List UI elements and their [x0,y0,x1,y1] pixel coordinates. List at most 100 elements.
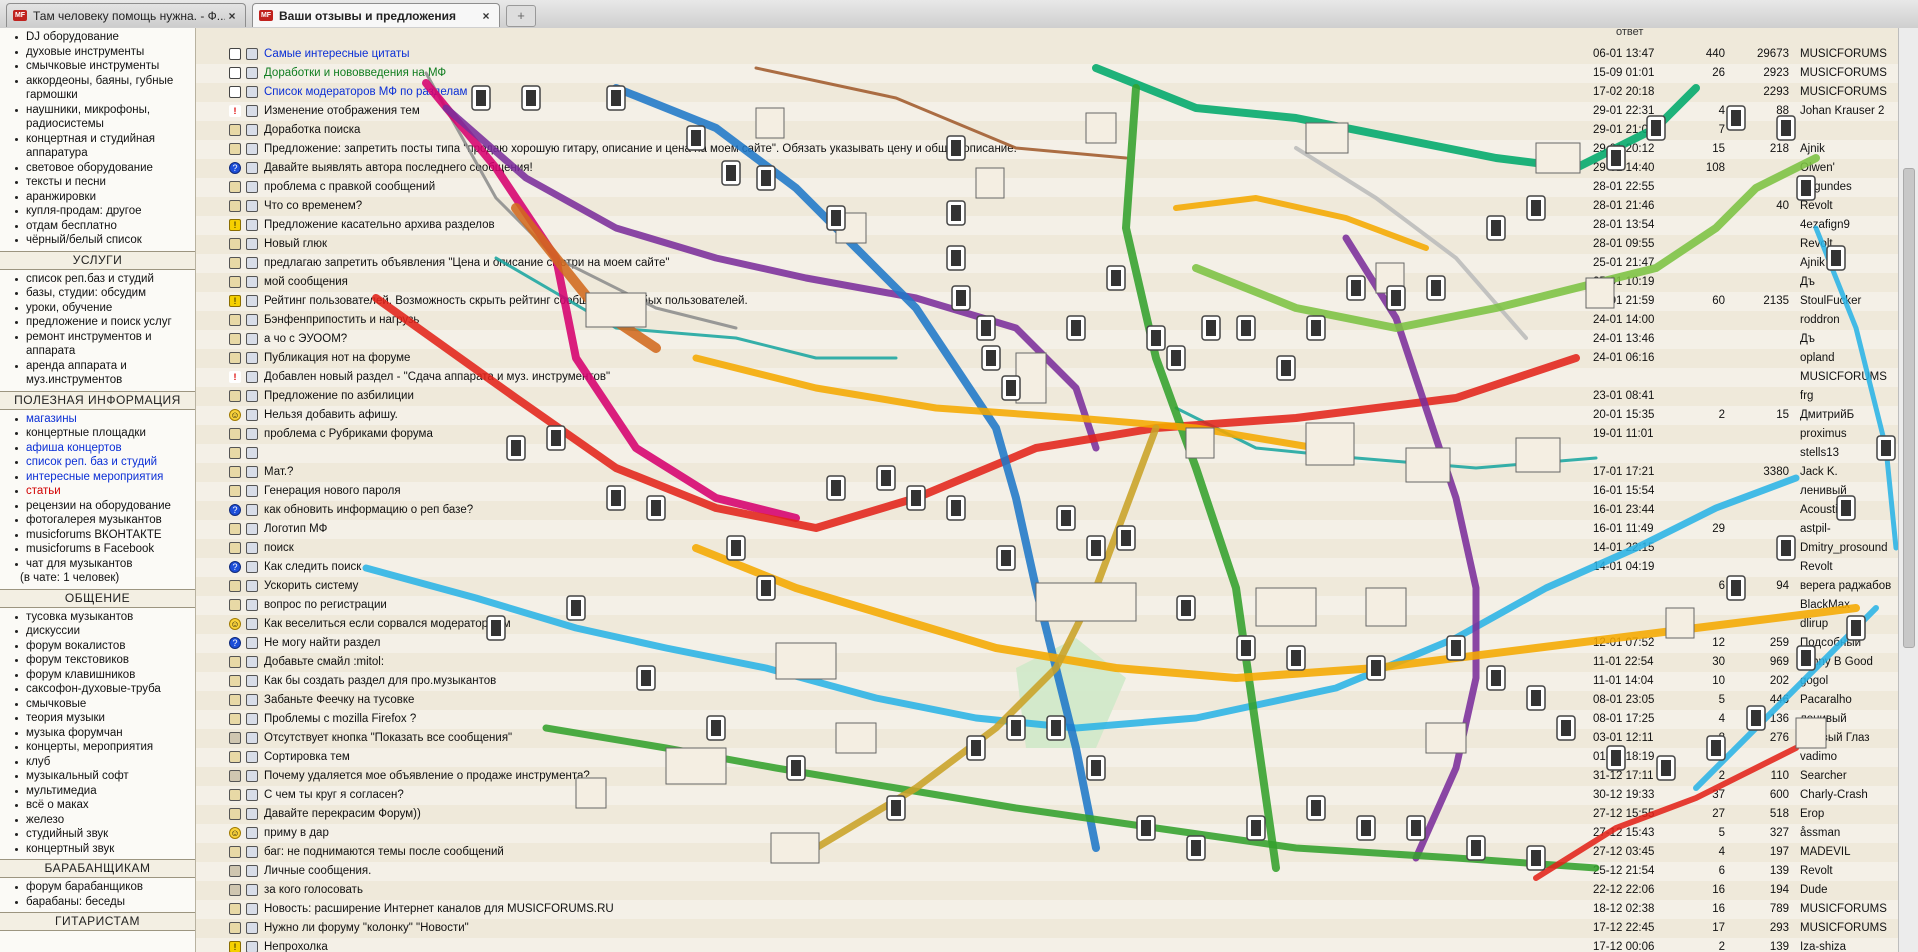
close-tab-icon[interactable]: × [228,8,236,23]
sidebar-item[interactable]: музыка форумчан [0,726,195,741]
topic-author[interactable]: MUSICFORUMS [1800,48,1887,60]
sidebar-item[interactable]: список реп.баз и студий [0,272,195,287]
topic-author[interactable]: MUSICFORUMS [1800,86,1887,98]
sidebar-item[interactable]: барабаны: беседы [0,895,195,910]
sidebar-item[interactable]: форум барабанщиков [0,880,195,895]
topic-title-link[interactable]: Самые интересные цитаты [264,48,410,60]
topic-title-link[interactable]: Нужно ли форуму "колонку" "Новости" [264,922,469,934]
sidebar-item[interactable]: духовые инструменты [0,45,195,60]
topic-author[interactable]: Ajnik [1800,257,1825,269]
topic-author[interactable]: vadimo [1800,751,1838,763]
sidebar-item[interactable]: форум текстовиков [0,653,195,668]
sidebar-item[interactable]: форум вокалистов [0,639,195,654]
topic-author[interactable]: stells13 [1800,447,1839,459]
topic-author[interactable]: proximus [1800,428,1847,440]
sidebar-item[interactable]: смычковые инструменты [0,59,195,74]
topic-title-link[interactable]: Доработка поиска [264,124,361,136]
topic-author[interactable]: åssman [1800,827,1841,839]
topic-title-link[interactable]: С чем ты круг я согласен? [264,789,404,801]
topic-title-link[interactable]: Изменение отображения тем [264,105,420,117]
sidebar-item[interactable]: клуб [0,755,195,770]
topic-author[interactable]: Iza-shiza [1800,941,1847,952]
topic-title-link[interactable]: поиск [264,542,294,554]
topic-author[interactable]: Searcher [1800,770,1847,782]
sidebar-item[interactable]: тусовка музыкантов [0,610,195,625]
topic-title-link[interactable]: Как веселиться если сорвался модератор т… [264,618,511,630]
topic-author[interactable]: opland [1800,352,1835,364]
vertical-scrollbar[interactable] [1898,28,1918,952]
topic-title-link[interactable]: Мат.? [264,466,294,478]
topic-title-link[interactable]: Новый глюк [264,238,328,250]
topic-title-link[interactable]: Личные сообщения. [264,865,372,877]
topic-author[interactable]: roddron [1800,314,1840,326]
topic-author[interactable]: Revolt [1800,865,1833,877]
topic-author[interactable]: Jack K. [1800,466,1838,478]
sidebar-item[interactable]: всё о маках [0,798,195,813]
topic-author[interactable]: astpil- [1800,523,1831,535]
topic-row[interactable]: stells13 [196,444,1898,463]
topic-title-link[interactable]: Как следить поиск [264,561,362,573]
tab-feedback[interactable]: MF Ваши отзывы и предложения × [252,3,500,27]
sidebar-item[interactable]: уроки, обучение [0,301,195,316]
sidebar-item[interactable]: мультимедиа [0,784,195,799]
topic-author[interactable]: MUSICFORUMS [1800,922,1887,934]
topic-author[interactable]: frg [1800,390,1814,402]
topic-title-link[interactable]: Предложение касательно архива разделов [264,219,495,231]
sidebar-item[interactable]: студийный звук [0,827,195,842]
topic-author[interactable]: Dude [1800,884,1828,896]
sidebar-item[interactable]: аранжировки [0,190,195,205]
topic-author[interactable]: Pacaralho [1800,694,1852,706]
sidebar-item[interactable]: концертный звук [0,842,195,857]
sidebar-item[interactable]: базы, студии: обсудим [0,286,195,301]
sidebar-item[interactable]: чат для музыкантов [0,557,195,572]
topic-title-link[interactable]: Почему удаляется мое объявление о продаж… [264,770,590,782]
topic-title-link[interactable]: Публикация нот на форуме [264,352,411,364]
topic-title-link[interactable]: Доработки и нововведения на МФ [264,67,447,79]
sidebar-item[interactable]: дискуссии [0,624,195,639]
sidebar-item[interactable]: форум клавишников [0,668,195,683]
topic-author[interactable]: MUSICFORUMS [1800,67,1887,79]
sidebar-item[interactable]: предложение и поиск услуг [0,315,195,330]
sidebar-item[interactable]: musicforums ВКОНТАКТЕ [0,528,195,543]
topic-title-link[interactable]: Как бы создать раздел для про.музыкантов [264,675,497,687]
topic-row[interactable]: Нужно ли форуму "колонку" "Новости"17-12… [196,919,1898,938]
topic-title-link[interactable]: Бэнфенприпостить и нагрузь [264,314,420,326]
sidebar-item[interactable]: афиша концертов [0,441,195,456]
topic-author[interactable]: Johan Krauser 2 [1800,105,1885,117]
sidebar-item[interactable]: наушники, микрофоны, радиосистемы [0,103,195,132]
sidebar-item[interactable]: тексты и песни [0,175,195,190]
tab-help-thread[interactable]: MF Там человеку помощь нужна. - Ф... × [6,3,246,27]
sidebar-item[interactable]: саксофон-духовые-труба [0,682,195,697]
topic-title-link[interactable]: Давайте выявлять автора последнего сообщ… [264,162,533,174]
topic-title-link[interactable]: мой сообщения [264,276,348,288]
topic-title-link[interactable]: Генерация нового пароля [264,485,401,497]
topic-author[interactable]: Erop [1800,808,1825,820]
sidebar-item[interactable]: концерты, мероприятия [0,740,195,755]
topic-title-link[interactable]: Ускорить систему [264,580,359,592]
sidebar-item[interactable]: купля-продам: другое [0,204,195,219]
sidebar-item[interactable]: концертная и студийная аппаратура [0,132,195,161]
topic-row[interactable]: Почему удаляется мое объявление о продаж… [196,767,1898,786]
topic-title-link[interactable]: Непрохолка [264,941,328,952]
sidebar-item[interactable]: магазины [0,412,195,427]
topic-title-link[interactable]: вопрос по регистрации [264,599,387,611]
close-tab-icon[interactable]: × [482,8,490,23]
sidebar-item[interactable]: рецензии на оборудование [0,499,195,514]
topic-author[interactable]: Дъ [1800,333,1815,345]
topic-author[interactable]: Ajnik [1800,143,1825,155]
sidebar-item[interactable]: смычковые [0,697,195,712]
topic-author[interactable]: Dmitry_prosound [1800,542,1888,554]
topic-title-link[interactable]: Логотип МФ [264,523,328,535]
topic-author[interactable]: dlirup [1800,618,1829,630]
